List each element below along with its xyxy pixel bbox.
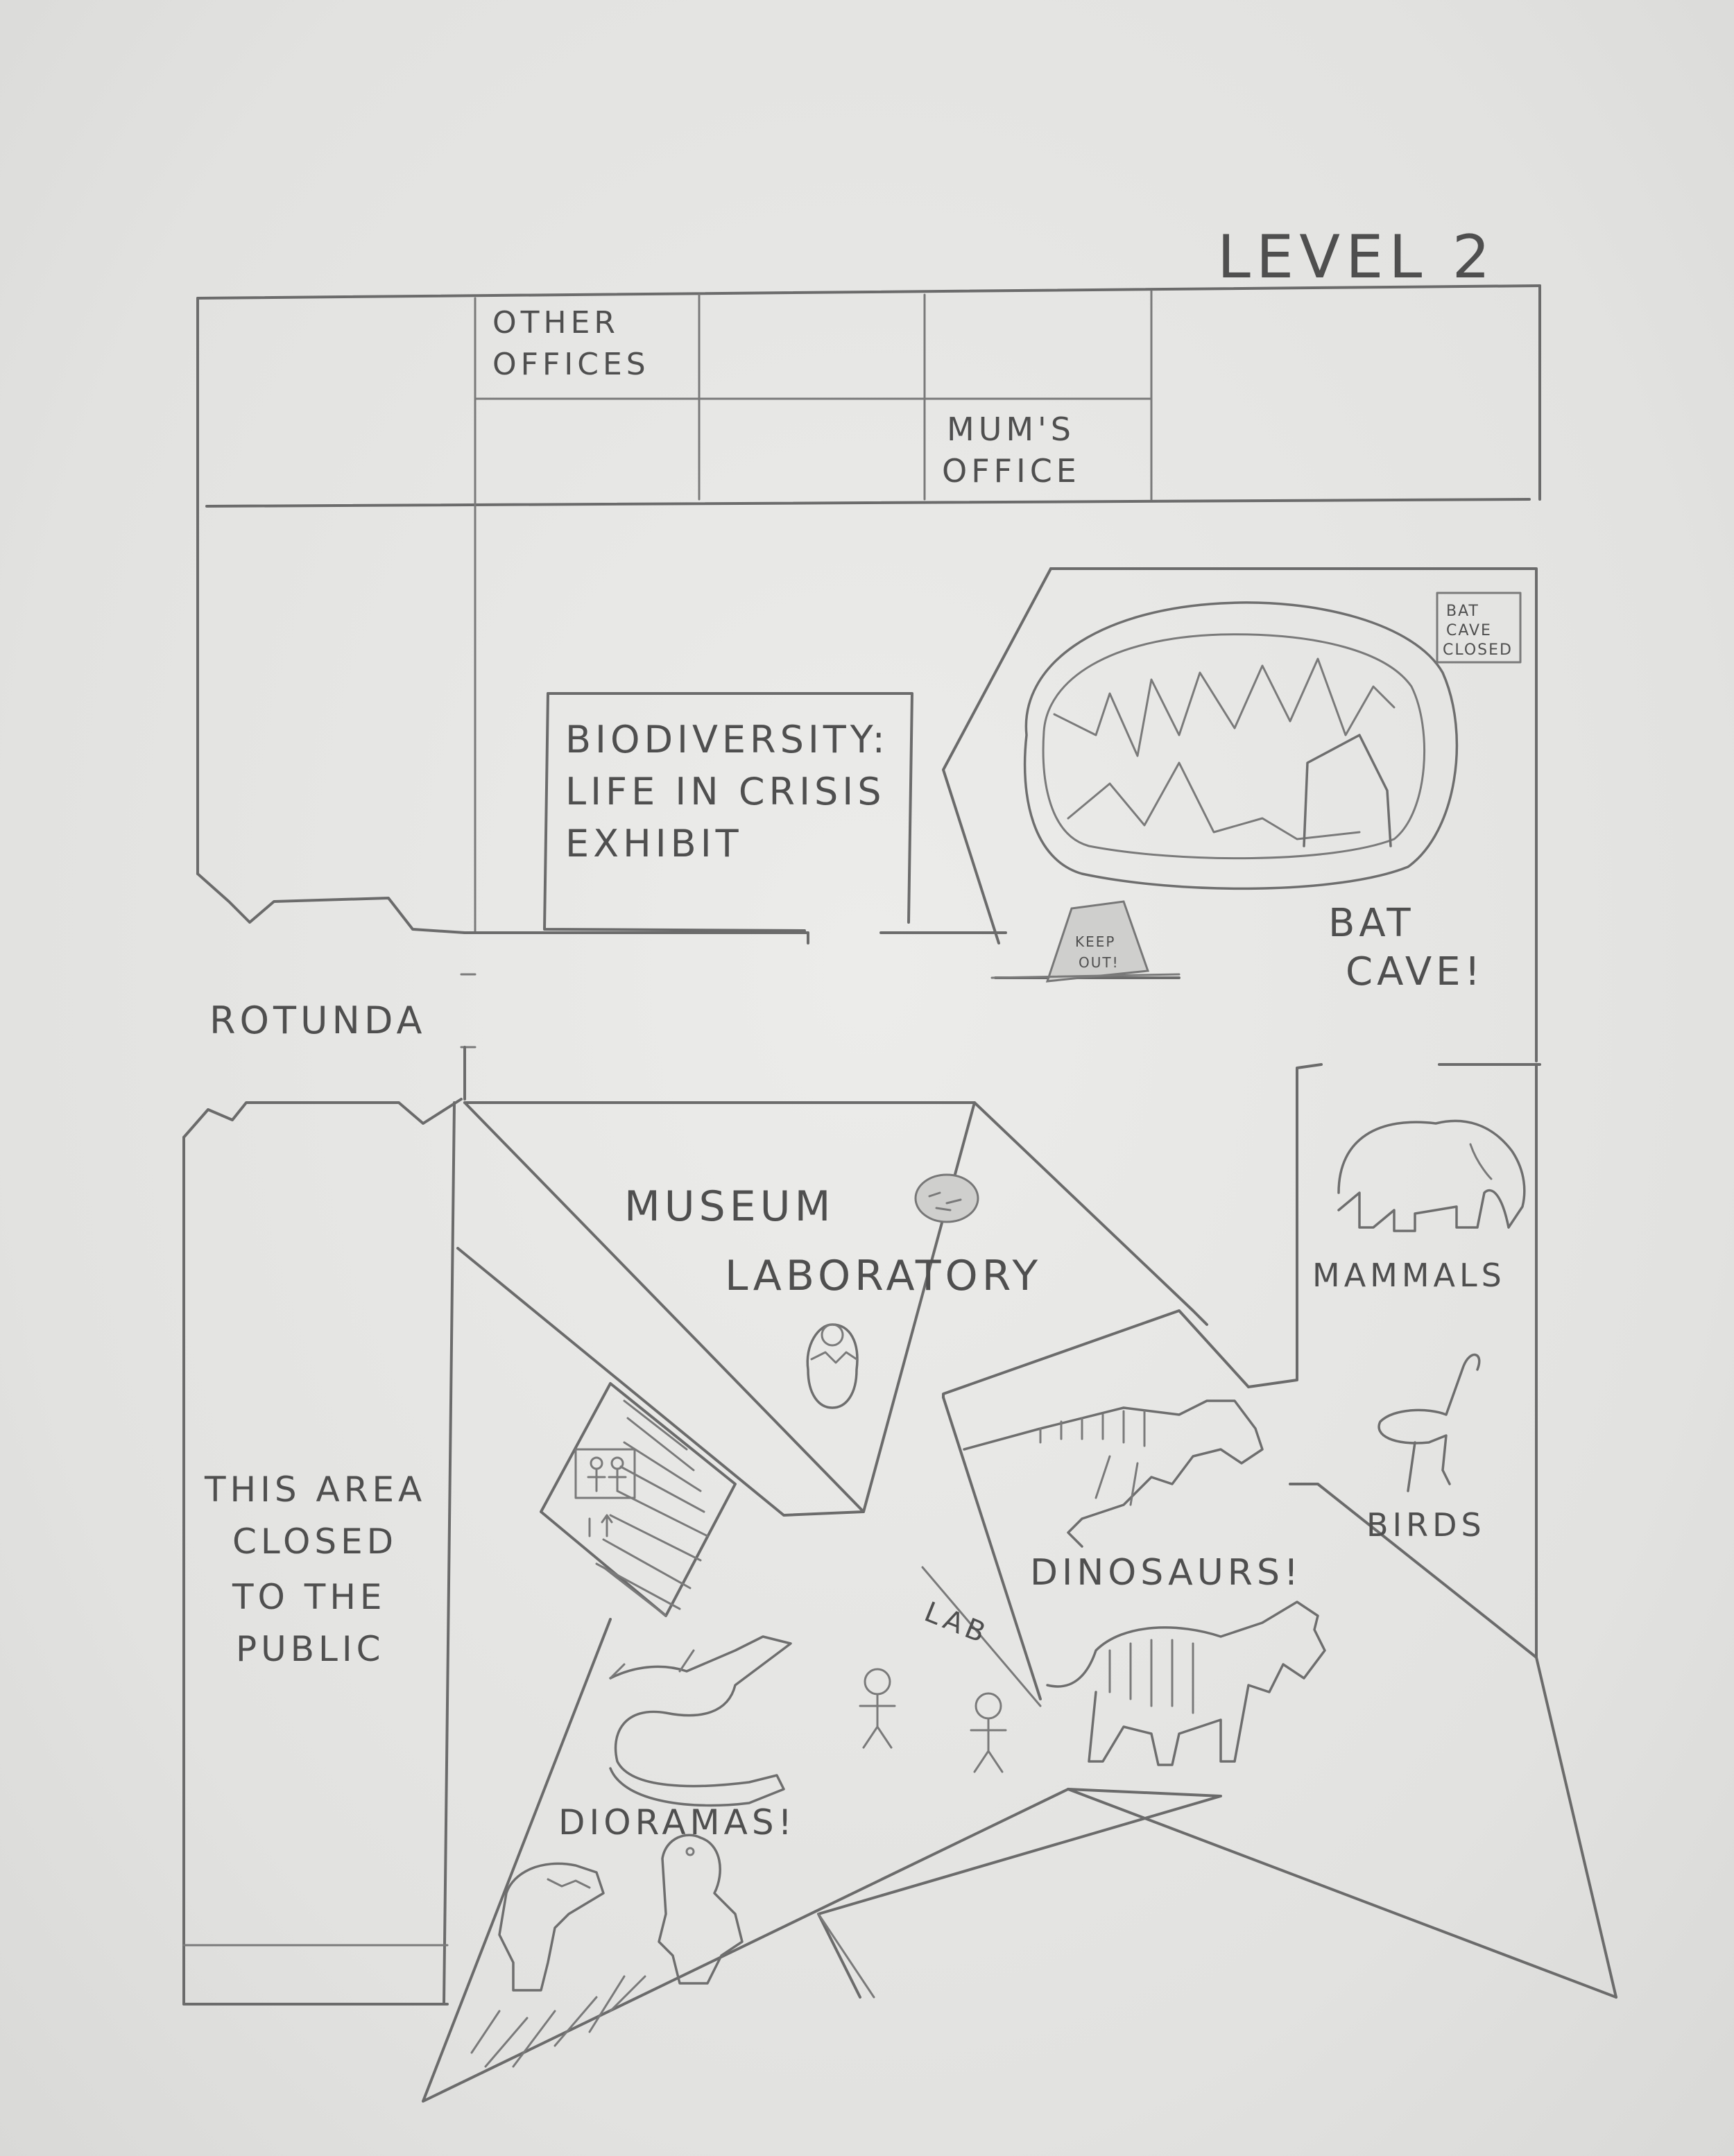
foliage: [470, 1975, 646, 2068]
svg-text:MUSEUM: MUSEUM: [624, 1182, 834, 1231]
dinosaur-egg-icon: [914, 1173, 979, 1223]
label-dioramas: DIORAMAS!: [558, 1802, 796, 1843]
svg-text:OFFICES: OFFICES: [492, 347, 650, 382]
label-bat-cave-sign: BAT CAVE CLOSED: [1443, 603, 1513, 659]
stairs-icon: [540, 1382, 737, 1617]
label-museum-lab: MUSEUM LABORATORY: [624, 1182, 1042, 1300]
svg-text:CAVE: CAVE: [1446, 622, 1492, 639]
bat-cave-area: [942, 567, 1538, 983]
map-title: LEVEL 2: [1217, 223, 1495, 292]
office-wing: [196, 284, 1541, 934]
svg-text:MUM'S: MUM'S: [947, 411, 1075, 448]
svg-text:THIS AREA: THIS AREA: [204, 1469, 426, 1510]
svg-text:BIODIVERSITY:: BIODIVERSITY:: [565, 718, 889, 761]
label-birds: BIRDS: [1366, 1506, 1486, 1544]
closed-wing-walls: [182, 1101, 456, 2006]
rotunda-walls: [182, 872, 1007, 1139]
svg-text:KEEP: KEEP: [1075, 933, 1115, 950]
museum-lab-walls: [456, 1101, 1538, 1700]
svg-text:CLOSED: CLOSED: [1443, 641, 1513, 659]
stick-figure-icon: [859, 1668, 1007, 1773]
dioramas-walls: [422, 1566, 1617, 2103]
svg-text:BAT: BAT: [1328, 901, 1415, 946]
svg-text:PUBLIC: PUBLIC: [236, 1629, 385, 1669]
label-mammals: MAMMALS: [1312, 1257, 1506, 1294]
svg-text:LABORATORY: LABORATORY: [725, 1252, 1042, 1300]
svg-text:OTHER: OTHER: [492, 305, 619, 340]
label-mums-office: MUM'S OFFICE: [942, 411, 1081, 490]
svg-text:CLOSED: CLOSED: [232, 1521, 397, 1562]
elephant-icon: [1337, 1119, 1526, 1232]
cave-icon: [1023, 601, 1459, 890]
label-other-offices: OTHER OFFICES: [492, 305, 650, 382]
restroom-icon: [574, 1448, 636, 1537]
svg-text:TO THE: TO THE: [232, 1577, 386, 1617]
svg-text:EXHIBIT: EXHIBIT: [565, 822, 743, 865]
svg-text:BAT: BAT: [1446, 603, 1479, 620]
t-rex-skeleton-icon: [963, 1399, 1264, 1548]
east-walls: [1247, 692, 1617, 1999]
keep-out-sign-icon: [990, 900, 1181, 983]
svg-text:OUT!: OUT!: [1079, 954, 1119, 971]
biodiversity-room: [543, 692, 913, 932]
ostrich-icon: [1377, 1353, 1481, 1492]
label-bat-cave: BAT CAVE!: [1328, 901, 1484, 994]
svg-text:LIFE IN CRISIS: LIFE IN CRISIS: [565, 770, 885, 813]
dinosaur-mascot-icon: [658, 1834, 744, 1985]
bat-cave-closed-sign: [1436, 592, 1522, 664]
label-biodiversity: BIODIVERSITY: LIFE IN CRISIS EXHIBIT: [565, 718, 889, 865]
label-closed-area: THIS AREA CLOSED TO THE PUBLIC: [204, 1469, 426, 1669]
label-dinosaurs: DINOSAURS!: [1030, 1552, 1303, 1594]
svg-text:OFFICE: OFFICE: [942, 452, 1081, 490]
plesiosaur-icon: [609, 1635, 792, 1807]
svg-text:CAVE!: CAVE!: [1346, 949, 1484, 994]
hatching-egg-icon: [806, 1323, 859, 1409]
t-rex-icon: [498, 1862, 605, 1992]
label-keep-out: KEEP OUT!: [1075, 933, 1119, 971]
label-lab: LAB: [920, 1596, 993, 1651]
label-rotunda: ROTUNDA: [209, 999, 427, 1042]
triceratops-skeleton-icon: [1046, 1601, 1326, 1766]
